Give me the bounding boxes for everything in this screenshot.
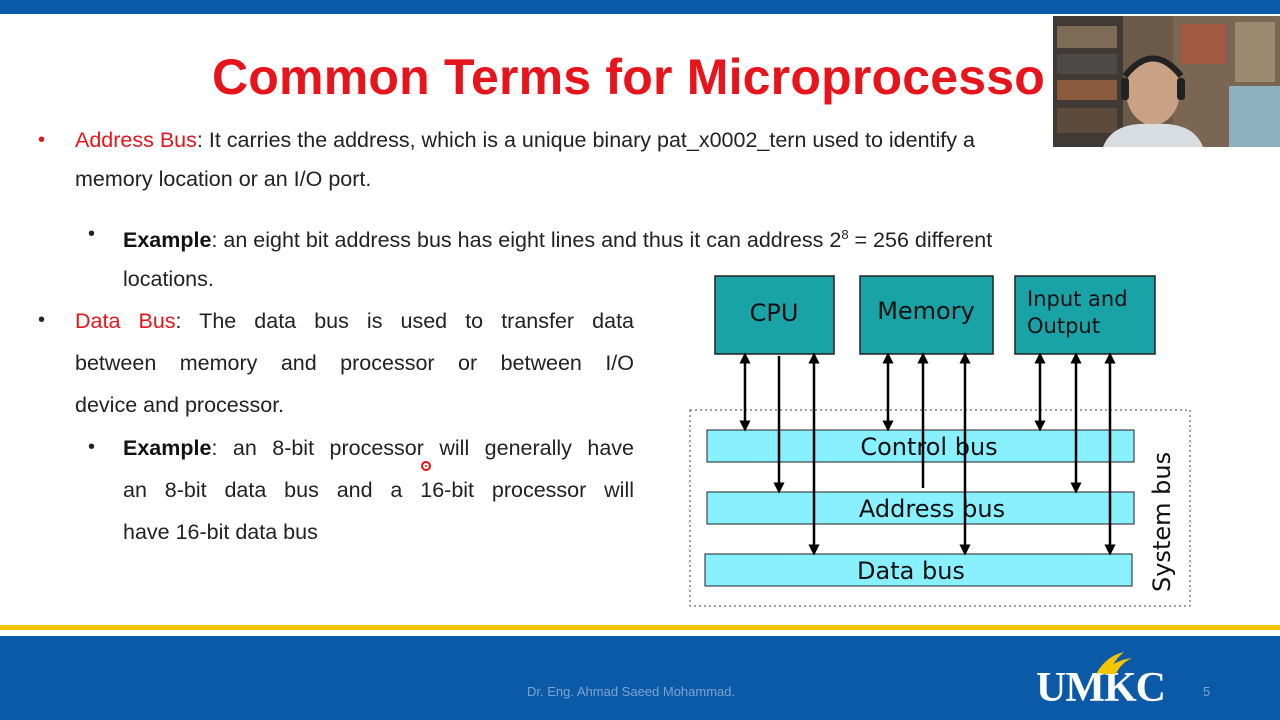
data-example-label: Example — [123, 436, 212, 460]
footer-bar — [0, 636, 1280, 720]
address-bus-bar — [706, 491, 1135, 525]
system-bus-label: System bus — [1148, 452, 1176, 592]
data-bus-term: Data Bus — [75, 309, 176, 333]
top-accent-bar — [0, 0, 1280, 14]
address-example-text-2: locations. — [123, 267, 214, 292]
presenter-video-frame — [1053, 16, 1280, 147]
umkc-logo: UMKC — [1036, 652, 1166, 712]
address-example-text-b: = 256 different — [848, 228, 993, 253]
address-bus-paragraph: Address Bus: It carries the address, whi… — [75, 121, 1075, 199]
bus-connection-arrows — [739, 352, 1116, 556]
address-example-exponent: 8 — [841, 227, 849, 242]
umkc-logo-roo-mark — [1096, 652, 1132, 674]
io-label-line-2: Output — [1027, 314, 1100, 338]
footer-gold-line — [0, 625, 1280, 630]
io-label-line-1: Input and — [1027, 287, 1128, 311]
data-bus-line-1-text: : The data bus is used to transfer data — [175, 309, 634, 333]
address-bus-term: Address Bus — [75, 128, 197, 152]
address-example-paragraph: Example: an eight bit address bus has ei… — [123, 215, 1143, 299]
address-example-label: Example — [123, 228, 212, 253]
data-example-paragraph: Example: an 8-bit processor will general… — [123, 427, 634, 553]
bullet-data-example: • — [88, 436, 96, 458]
address-example-text: : an eight bit address bus has eight lin… — [211, 228, 842, 253]
presenter-webcam — [1053, 16, 1280, 147]
cpu-label: CPU — [750, 299, 799, 327]
address-bus-text: : It carries the address, which is a uni… — [196, 128, 975, 152]
data-example-line-1: Example: an 8-bit processor will general… — [123, 427, 634, 469]
io-box — [1014, 275, 1156, 355]
address-bus-text-2: memory location or an I/O port. — [75, 167, 372, 191]
data-bus-line-3: device and processor. — [75, 393, 285, 417]
control-bus-label: Control bus — [860, 433, 997, 461]
memory-label: Memory — [877, 297, 975, 325]
data-bus-bar — [704, 553, 1133, 587]
footer-author: Dr. Eng. Ahmad Saeed Mohammad. — [527, 684, 736, 699]
cpu-box — [714, 275, 835, 355]
data-example-line-2: an 8-bit data bus and a 16-bit processor… — [123, 478, 634, 502]
data-bus-line-2: between memory and processor or between … — [75, 351, 634, 375]
system-bus-diagram: CPU Memory Input and Output Control bus … — [689, 275, 1191, 607]
bullet-address-example: • — [88, 223, 96, 245]
data-bus-paragraph: Data Bus: The data bus is used to transf… — [75, 300, 634, 426]
data-example-line-1-text: : an 8-bit processor will generally have — [211, 436, 634, 460]
data-bus-line-1: Data Bus: The data bus is used to transf… — [75, 300, 634, 342]
data-bus-label: Data bus — [857, 557, 965, 585]
data-example-line-3: have 16-bit data bus — [123, 520, 318, 544]
slide-title: Common Terms for Microprocesso — [212, 49, 1046, 105]
system-bus-boundary — [689, 409, 1191, 607]
address-bus-label: Address bus — [859, 495, 1005, 523]
bullet-data-bus: • — [38, 309, 46, 331]
page-number: 5 — [1203, 684, 1211, 699]
laser-pointer-cursor — [421, 461, 431, 471]
bullet-address-bus: • — [38, 129, 46, 151]
